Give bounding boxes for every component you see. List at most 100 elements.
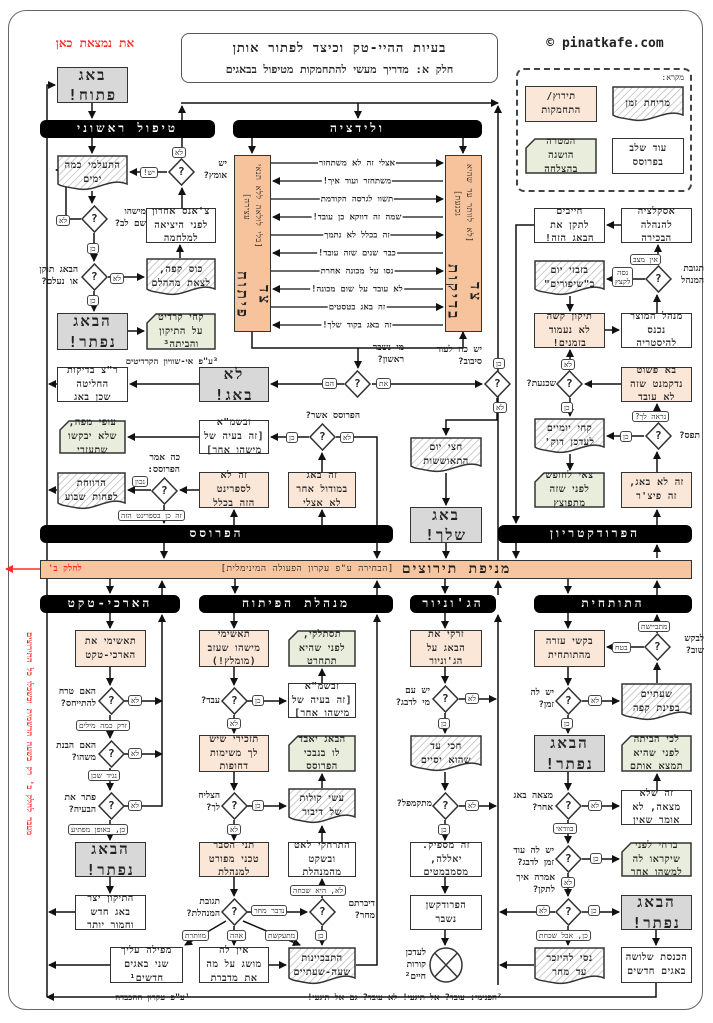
bar-validation-section-bar: ולידציה	[233, 120, 482, 138]
back-away-text: התרחקי לאט ובשקט מהמנהלת	[293, 839, 351, 879]
branch-tag-true: נכון	[132, 476, 148, 487]
question-label: תגובת המנהל	[681, 264, 704, 287]
branch-tag-surprisingly: כן, באופן מפתיע	[68, 824, 129, 835]
senior-solved2-text: הבאג נפתר!	[632, 893, 681, 932]
bar-junior-section-bar: הג'וניור	[410, 595, 496, 613]
footnote-internal: ²הפנימי: עובד? אל תיגעי! לא עובד? גם אל …	[307, 993, 502, 1003]
branch-tag-yes: כן	[493, 358, 505, 369]
question-label: האם הבנת משהו?	[56, 741, 96, 764]
branch-tag-yes: כן	[438, 718, 450, 729]
validation-exchange-line: לא עובד על שום מכונה!	[310, 283, 404, 295]
footnote-credits: ³ע"פ אי-שוויון הקרדיטים	[125, 357, 218, 367]
tech-explain-text: תני הסבר טכני מפורט למנהלת	[208, 839, 260, 879]
title-box: בעיות ההיי-טק וכיצד לפתור אותן חלק א: מד…	[181, 33, 498, 83]
week-earned-box: הרווחת לפחות שבוע	[57, 472, 126, 510]
question-label: הצליח לך?	[198, 791, 220, 814]
branch-tag-seems: נראה לך?	[632, 411, 670, 422]
ignore-days-box: התעלמי כמה ימים	[57, 155, 128, 191]
decision-courage-diamond: ?	[167, 157, 196, 187]
ask-senior-text: בקשי עזרה מהתותחית	[545, 635, 594, 661]
lost-in-process-box: הבאג יאבד לו בנבכי הפרוסס	[288, 734, 356, 772]
question-mark-icon: ?	[441, 692, 450, 706]
good-enough-box: זה מספיק. יאללה, מסמבמטים	[410, 840, 482, 878]
flow-arrow	[512, 224, 534, 524]
question-label: יש עם מי לדבג?	[395, 686, 430, 709]
legend-process-step-text: עוד שלב בפרוסס	[629, 143, 667, 168]
site-credit: © pinatkafe.com	[546, 36, 664, 51]
bar-production-section-bar: הפרודקטריון	[498, 525, 692, 543]
must-fix-text: חייבים לתקן את הבאג הזה!	[545, 205, 594, 245]
decision-who-broke-diamond: ?	[343, 369, 372, 399]
branch-tag-no: לא	[493, 402, 508, 413]
question-mark-icon: ?	[90, 212, 99, 226]
branch-tag-few-words: זרק כמה מילים	[76, 720, 130, 731]
decision-worked-diamond: ?	[220, 686, 249, 716]
question-mark-icon: ?	[107, 799, 116, 813]
sep2-text: זבשמ"א [זה בעיה של מישהו אחר]	[292, 680, 352, 720]
branch-tag-no: לא	[340, 432, 355, 443]
not-bug-text: לא באג!	[214, 365, 254, 404]
architect-solved-text: הבאג נפתר!	[86, 840, 135, 879]
legend-goal-text: המטרה הושגה בהצלחה	[544, 136, 578, 175]
get-away-text: תסתלקי, לפני שהיא תתחרט	[298, 628, 346, 668]
question-mark-icon: ?	[318, 430, 327, 444]
branch-tag-you: את	[376, 378, 392, 389]
branch-tag-yes: כן	[286, 432, 298, 443]
branch-tag-yes-excl: יש!	[140, 167, 158, 178]
decision-arch2-diamond: ?	[97, 739, 126, 769]
validation-exchange-line: כבר שנים שזה עובד!	[317, 247, 397, 259]
back-away-box: התרחקי לאט ובשקט מהמנהלת	[288, 839, 356, 879]
branch-tag-no: לא	[128, 748, 143, 759]
two-days-box: קחי יומיים לעדכן דוק'	[534, 418, 605, 454]
legend-excuse-text: תירוץ/ התחמקות	[541, 91, 581, 116]
escalation-text: אסקלציה להנהלה הבכירה	[637, 205, 676, 245]
branch-tag-sprint-yes: זה כן בספרינט הזה	[118, 510, 185, 521]
sep1-text: זבשמ"א [זה בעיה של מישהו אחר]	[204, 417, 264, 456]
question-mark-icon: ?	[230, 799, 239, 813]
validation-exchange-line: זה באג בטסטים	[327, 301, 387, 313]
decision-mgr-response-diamond: ?	[220, 897, 249, 927]
branch-tag-yes: כן	[561, 718, 573, 729]
validation-exchange-line: תשוו לגרסה הקודמת	[319, 193, 395, 205]
test-side-title: צד בדיקות	[444, 263, 485, 322]
blame-architect-text: תאשימי את הארכי-טקט	[84, 635, 137, 661]
flow-arrow	[356, 614, 381, 966]
other-module-text: זה באג במודול אחר לא אצלי	[296, 470, 348, 509]
branch-tag-yes: כן	[315, 930, 327, 941]
branch-tag-no-way: אין מצב	[630, 254, 661, 265]
footnote-burden: ¹ע"פ עקרון ההכבדה	[115, 993, 190, 1003]
dev-side-title: צד פיתוח	[233, 271, 274, 321]
your-bug-text: באג שלך!	[424, 505, 468, 544]
question-label: הבאג תוקן או נעלם?	[39, 265, 78, 288]
blame-architect-box: תאשימי את הארכי-טקט	[75, 630, 146, 667]
bar-junior-text: הג'וניור	[422, 596, 484, 611]
question-mark-icon: ?	[177, 165, 186, 179]
decision-told-how-diamond: ?	[554, 897, 583, 927]
decision-ask-again-diamond: ?	[643, 632, 672, 662]
bar-architect-section-bar: הארכי-טקט	[40, 595, 180, 613]
qa-decided-box: ר"צ בדיקות החליטה שכן באג	[57, 365, 128, 403]
solved1-text: הבאג נפתר!	[68, 312, 117, 351]
bar-architect-text: הארכי-טקט	[67, 596, 153, 611]
not-sprint-text: זה לא לספרינט הזה בכלל	[213, 470, 255, 509]
question-label: מי נשבר ראשון?	[372, 343, 404, 366]
wait-finish-box: חכי עד שהוא יסיים	[410, 735, 482, 772]
open-bug-box: באג פתוח!	[57, 66, 128, 104]
question-mark-icon: ?	[564, 905, 573, 919]
branch-tag-insists: מתעקשת	[265, 930, 299, 941]
question-label: לבקש שוב?	[684, 634, 704, 657]
question-label: יש לה זמן?	[530, 688, 554, 711]
question-mark-icon: ?	[230, 694, 239, 708]
branch-tag-yes: כן	[590, 853, 602, 864]
branch-tag-no: לא	[465, 800, 480, 811]
branch-tag-yes: כן	[252, 800, 264, 811]
bar-senior-text: התותחית	[581, 596, 645, 611]
other-module-box: זה באג במודול אחר לא אצלי	[288, 470, 356, 509]
question-label: אמרה איך לתקן?	[516, 873, 555, 896]
solved1-box: הבאג נפתר!	[57, 312, 128, 351]
to-part-b-link[interactable]: לחלק ב'	[48, 564, 82, 574]
question-label: הפרוסס אשר?	[305, 411, 360, 421]
two-new-bugs-text: מפילה עליך שני באגים חדשים¹	[121, 945, 172, 984]
branch-tag-try-cut: נסה לקצץ	[612, 267, 634, 287]
branch-tag-yes: כן	[87, 295, 99, 306]
